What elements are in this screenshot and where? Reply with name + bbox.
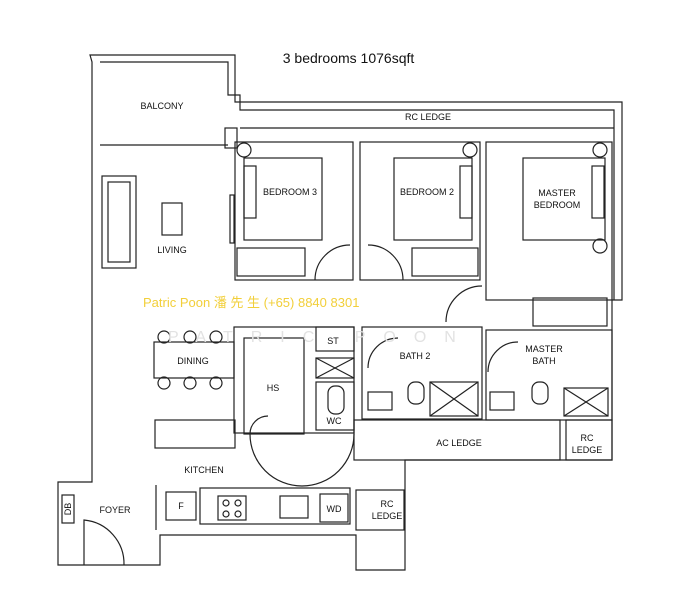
toilet-bath2 — [407, 381, 425, 405]
wardrobe-2 — [411, 247, 479, 277]
column-master-1 — [592, 142, 608, 158]
sink-master — [489, 391, 515, 411]
watermark-faint: PATRIC POON — [168, 329, 474, 346]
label-fridge: F — [178, 501, 184, 511]
label-db: DB — [63, 503, 73, 516]
bath2-room — [361, 326, 483, 420]
label-rc-ledge-right-line2: LEDGE — [572, 445, 603, 455]
worktop — [199, 487, 351, 525]
label-master-line2: BEDROOM — [534, 200, 581, 210]
bedroom2-room — [359, 141, 481, 281]
label-master-bath-line2: BATH — [532, 356, 555, 366]
label-bedroom3: BEDROOM 3 — [263, 187, 317, 197]
column-2 — [462, 142, 478, 158]
label-rc-ledge-bottom-line2: LEDGE — [372, 511, 403, 521]
label-ac-ledge: AC LEDGE — [436, 438, 482, 448]
door-bedroom3 — [314, 244, 351, 281]
wc-room — [315, 381, 355, 431]
washer-dryer — [319, 493, 349, 523]
bedroom3-room — [234, 141, 354, 281]
rc-ledge-bottom — [355, 489, 405, 531]
sofa — [101, 175, 137, 269]
coffee-table — [161, 202, 183, 236]
st-room — [315, 326, 355, 352]
label-master-line1: MASTER — [538, 188, 576, 198]
wardrobe-3 — [236, 247, 306, 277]
bed-master — [522, 157, 606, 241]
shower-bath2 — [429, 381, 479, 417]
label-rc-ledge-right-line1: RC — [581, 433, 594, 443]
label-rc-ledge-top: RC LEDGE — [405, 112, 451, 122]
inner-wall — [100, 61, 615, 300]
column-master-2 — [592, 238, 608, 254]
label-living: LIVING — [157, 245, 187, 255]
kitchen-counter — [154, 419, 236, 449]
db-panel — [61, 494, 75, 524]
plan-title: 3 bedrooms 1076sqft — [282, 50, 415, 66]
label-wc: WC — [327, 416, 342, 426]
rc-ledge-right — [565, 419, 613, 461]
sink-bath2 — [367, 391, 393, 411]
label-rc-ledge-bottom-line1: RC — [381, 499, 394, 509]
label-balcony: BALCONY — [140, 101, 183, 111]
balcony-door — [224, 127, 238, 149]
outer-wall — [57, 54, 623, 571]
label-st: ST — [327, 336, 339, 346]
door-hs — [249, 415, 269, 435]
toilet-master — [531, 381, 549, 405]
label-master-bath-line1: MASTER — [525, 344, 563, 354]
hob — [217, 495, 247, 521]
door-master-bath — [487, 341, 519, 373]
shower-master — [563, 387, 609, 417]
door-bath2 — [367, 337, 399, 369]
door-bedroom2 — [367, 244, 404, 281]
master-room — [485, 141, 613, 301]
column-3 — [236, 142, 252, 158]
door-kitchen — [249, 433, 355, 487]
label-hs: HS — [267, 383, 280, 393]
label-dining: DINING — [177, 356, 209, 366]
wardrobe-master — [532, 297, 608, 327]
ac-ledge — [353, 419, 561, 461]
hs-room — [243, 337, 305, 435]
kitchen-sink — [279, 495, 309, 519]
fridge — [165, 491, 197, 521]
watermark-contact: Patric Poon 潘 先 生 (+65) 8840 8301 — [143, 295, 360, 310]
label-kitchen: KITCHEN — [184, 465, 224, 475]
door-master — [445, 285, 483, 323]
hs-block — [233, 326, 355, 434]
label-bath2: BATH 2 — [400, 351, 431, 361]
label-bedroom2: BEDROOM 2 — [400, 187, 454, 197]
label-foyer: FOYER — [99, 505, 131, 515]
label-wd: WD — [327, 504, 342, 514]
door-foyer — [83, 519, 125, 566]
